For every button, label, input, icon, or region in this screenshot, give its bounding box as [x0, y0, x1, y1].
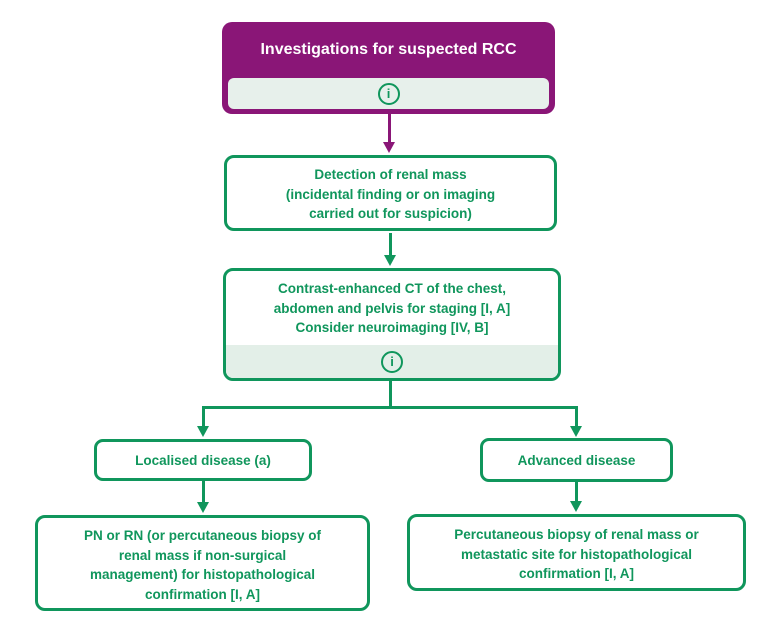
arrow-detection-to-ct	[383, 233, 396, 266]
info-icon: i	[377, 82, 400, 105]
ct-info-button[interactable]: i	[226, 345, 558, 378]
detection-line: Detection of renal mass	[314, 167, 467, 182]
info-icon-glyph: i	[390, 354, 394, 369]
percutaneous-biopsy-line: confirmation [I, A]	[519, 566, 634, 581]
arrow-branch-to-advanced	[569, 406, 582, 437]
percutaneous-biopsy-line: Percutaneous biopsy of renal mass or	[454, 527, 699, 542]
ct-staging-line: Contrast-enhanced CT of the chest,	[277, 281, 507, 296]
arrow-localised-to-pnrn	[196, 481, 209, 513]
detection-box: Detection of renal mass (incidental find…	[224, 155, 557, 231]
pn-rn-line: PN or RN (or percutaneous biopsy of	[83, 528, 322, 543]
percutaneous-biopsy-line: metastatic site for histopathological	[460, 546, 693, 562]
info-icon-glyph: i	[386, 86, 391, 101]
arrow-advanced-to-biopsy	[569, 482, 582, 512]
advanced-disease-box: Advanced disease	[480, 438, 673, 482]
ct-staging-line: Consider neuroimaging [IV, B]	[295, 320, 489, 335]
detection-line: carried out for suspicion)	[309, 206, 472, 221]
ct-staging-box: Contrast-enhanced CT of the chest, abdom…	[223, 268, 561, 381]
localised-disease-box: Localised disease (a)	[94, 439, 312, 481]
ct-staging-line: abdomen and pelvis for staging [I, A]	[273, 300, 511, 316]
info-icon: i	[381, 350, 403, 373]
pn-rn-box: PN or RN (or percutaneous biopsy of rena…	[35, 515, 370, 611]
pn-rn-line: renal mass if non-surgical	[118, 547, 287, 563]
page-title: Investigations for suspected RCC	[260, 41, 517, 58]
advanced-disease-label: Advanced disease	[517, 452, 636, 468]
percutaneous-biopsy-box: Percutaneous biopsy of renal mass or met…	[407, 514, 746, 591]
header-info-button[interactable]: i	[228, 78, 549, 109]
pn-rn-line: management) for histopathological	[89, 567, 316, 582]
arrow-header-to-detection	[382, 114, 395, 153]
detection-line: (incidental finding or on imaging	[285, 186, 496, 202]
pn-rn-line: confirmation [I, A]	[145, 586, 260, 602]
branch-stem-line	[388, 381, 392, 408]
branch-horizontal-line	[201, 406, 578, 409]
arrow-branch-to-localised	[196, 406, 209, 437]
header-box: Investigations for suspected RCC i	[222, 22, 555, 114]
localised-disease-label: Localised disease (a)	[135, 452, 271, 468]
